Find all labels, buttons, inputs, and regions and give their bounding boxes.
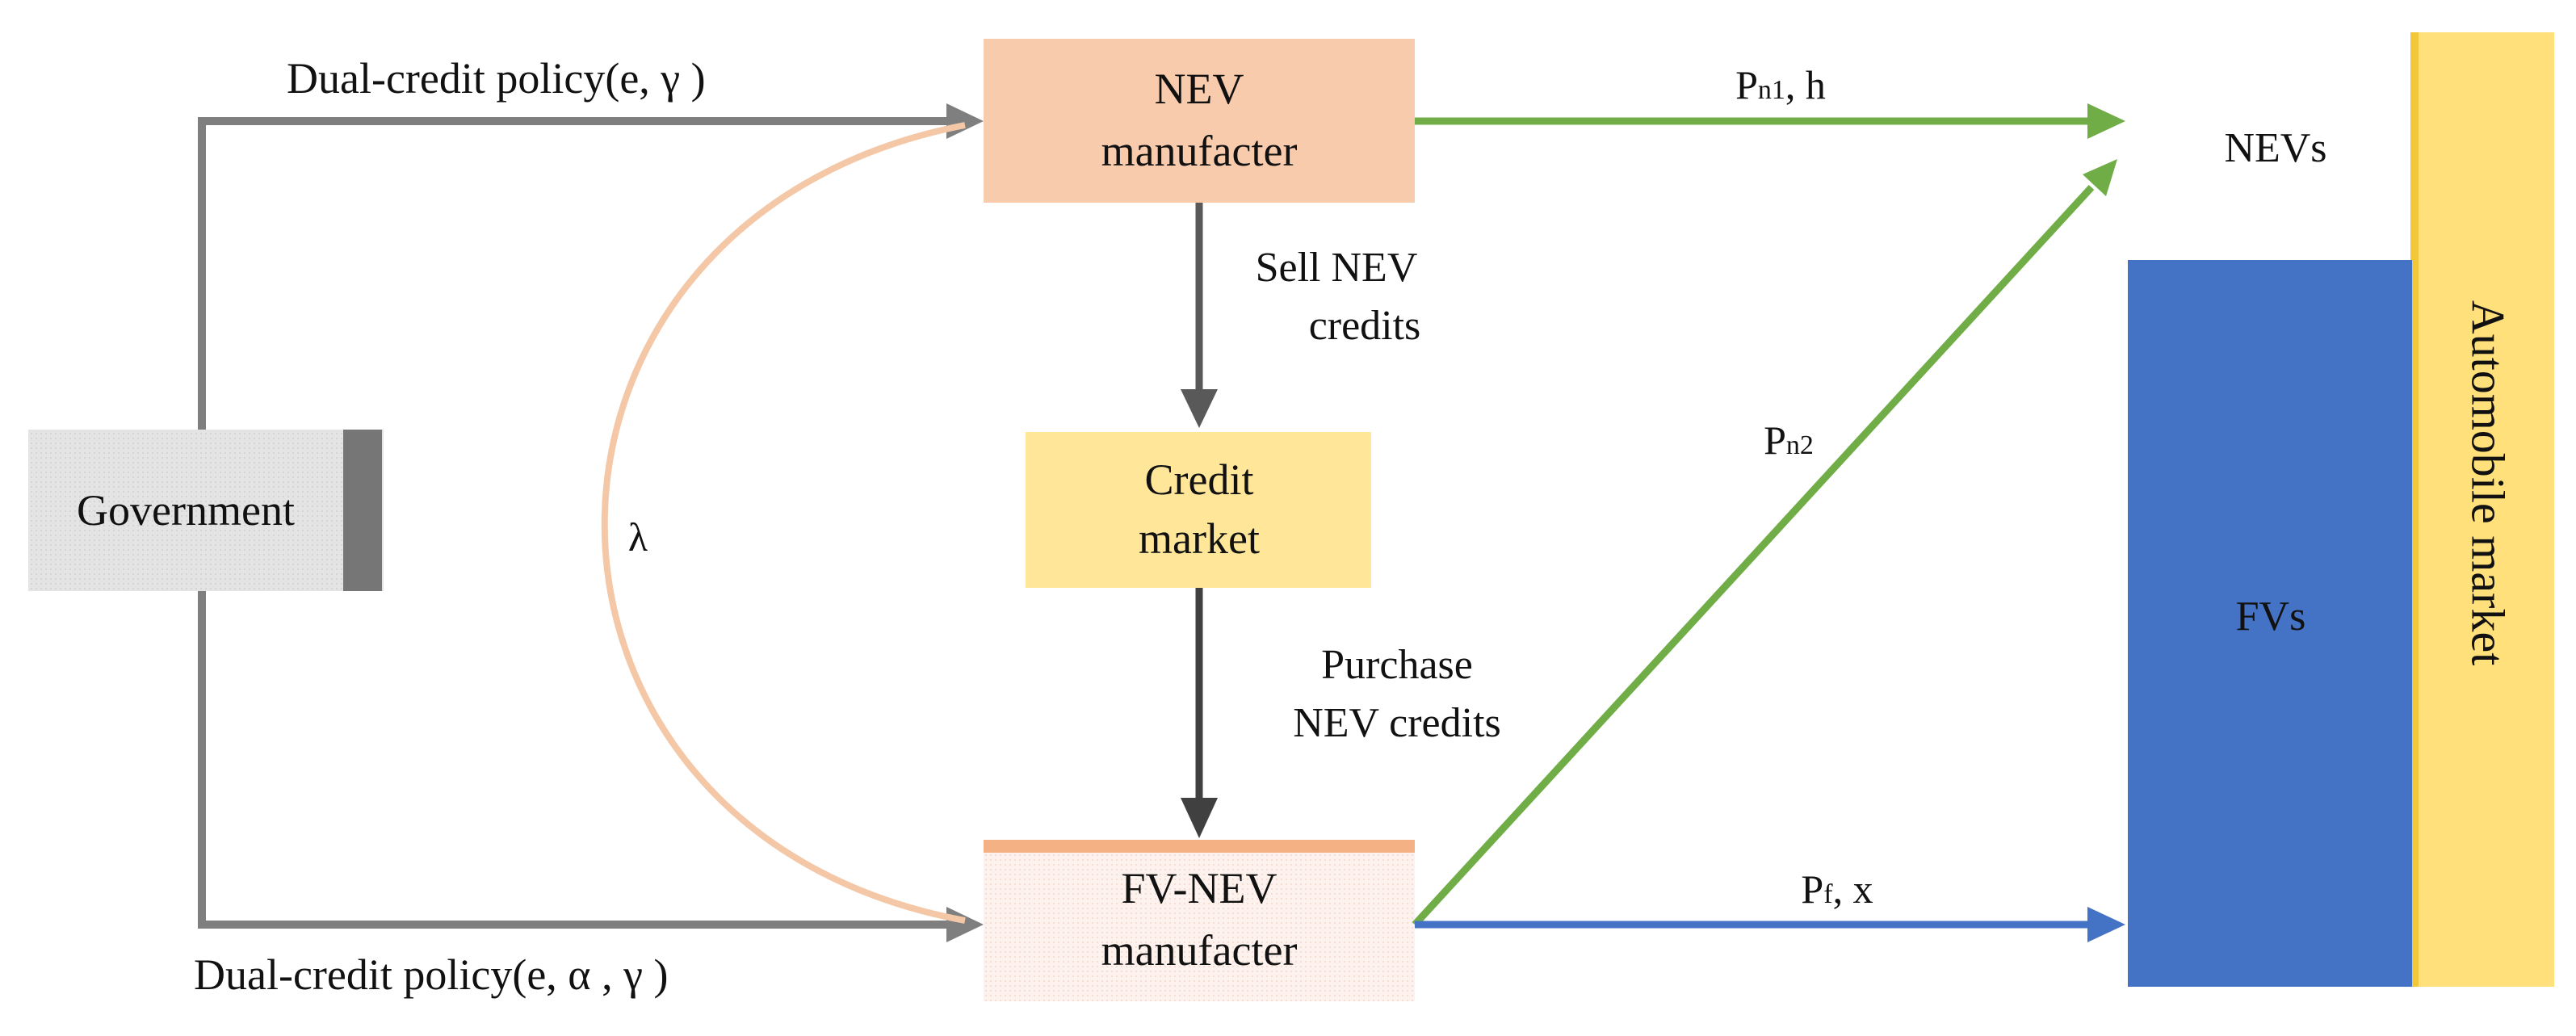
pn2-label: Pn2 (1764, 417, 1814, 463)
pn1-arrow-head (2087, 103, 2125, 139)
credit-market-box (1026, 432, 1371, 588)
lambda-label: λ (628, 514, 648, 560)
credit-market-line1: Credit (1145, 455, 1254, 504)
nev-manufacturer-box (984, 39, 1415, 203)
purchase-credits-line2: NEV credits (1293, 700, 1501, 746)
policy-top-label: Dual-credit policy(e, γ ) (287, 54, 706, 103)
government-box-edge (343, 430, 382, 591)
automobile-market-bar-edge (2410, 32, 2419, 987)
policy-arrow-top (198, 117, 949, 430)
nev-manufacturer-line2: manufacter (1101, 127, 1298, 175)
lambda-curve (601, 122, 966, 924)
fvs-label: FVs (2236, 593, 2306, 640)
nev-manufacturer-line1: NEV (1155, 65, 1244, 113)
policy-bottom-label: Dual-credit policy(e, α , γ ) (194, 950, 668, 999)
fv-nev-manufacturer-line2: manufacter (1101, 926, 1298, 975)
policy-arrow-top-head (946, 103, 984, 139)
fv-nev-manufacturer-top-stripe (984, 840, 1415, 853)
pn2-arrow (1412, 184, 2095, 928)
credit-market-line2: market (1139, 514, 1260, 563)
government-label: Government (77, 486, 295, 535)
automobile-market-bar (2410, 32, 2554, 987)
government-box (28, 430, 384, 591)
sell-credits-line1: Sell NEV (1256, 245, 1418, 291)
fvs-block (2128, 260, 2412, 987)
policy-arrow-bottom-head (946, 907, 984, 942)
sell-credits-arrow-head (1181, 389, 1218, 428)
sell-credits-line2: credits (1309, 303, 1421, 349)
automobile-market-label: Automobile market (2462, 300, 2515, 666)
fv-nev-manufacturer-line1: FV-NEV (1121, 864, 1277, 912)
pn2-arrow-head (2083, 159, 2117, 196)
nevs-label: NEVs (2224, 125, 2326, 171)
policy-arrow-bottom (198, 591, 949, 929)
pf-label: Pf, x (1801, 866, 1873, 912)
fv-nev-manufacturer-box (984, 840, 1415, 1001)
pn1-label: Pn1, h (1735, 62, 1826, 107)
pf-arrow-head (2087, 907, 2125, 942)
purchase-credits-arrow-head (1181, 798, 1218, 838)
purchase-credits-line1: Purchase (1321, 642, 1473, 688)
